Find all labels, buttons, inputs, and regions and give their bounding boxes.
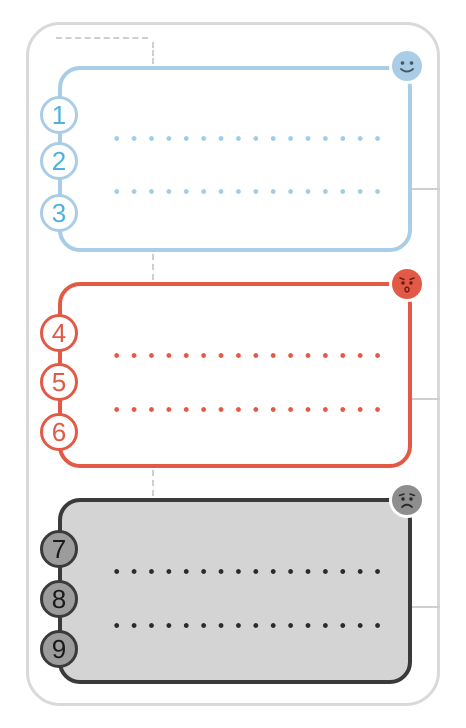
- sad-face-icon: [389, 482, 425, 518]
- row-number: 8: [40, 580, 78, 618]
- row-number: 9: [40, 630, 78, 668]
- smiley-face-icon: [389, 48, 425, 84]
- worried-face-icon: [389, 266, 425, 302]
- dashed-guide: [152, 42, 154, 64]
- section-ok-box: [58, 282, 412, 468]
- dashed-guide: [152, 254, 154, 280]
- dashed-guide: [56, 37, 148, 39]
- answer-dotted-line[interactable]: [108, 353, 386, 358]
- row-number: 2: [40, 142, 78, 180]
- answer-dotted-line[interactable]: [108, 623, 386, 628]
- answer-dotted-line[interactable]: [108, 407, 386, 412]
- row-number: 7: [40, 530, 78, 568]
- side-connector: [412, 606, 440, 608]
- row-number: 3: [40, 194, 78, 232]
- answer-dotted-line[interactable]: [108, 136, 386, 141]
- dashed-guide: [152, 470, 154, 496]
- row-number: 1: [40, 96, 78, 134]
- answer-dotted-line[interactable]: [108, 189, 386, 194]
- section-bad-box: [58, 498, 412, 684]
- row-number: 5: [40, 363, 78, 401]
- answer-dotted-line[interactable]: [108, 569, 386, 574]
- row-number: 4: [40, 314, 78, 352]
- section-good-box: [58, 66, 412, 252]
- side-connector: [412, 188, 440, 190]
- row-number: 6: [40, 413, 78, 451]
- side-connector: [412, 398, 440, 400]
